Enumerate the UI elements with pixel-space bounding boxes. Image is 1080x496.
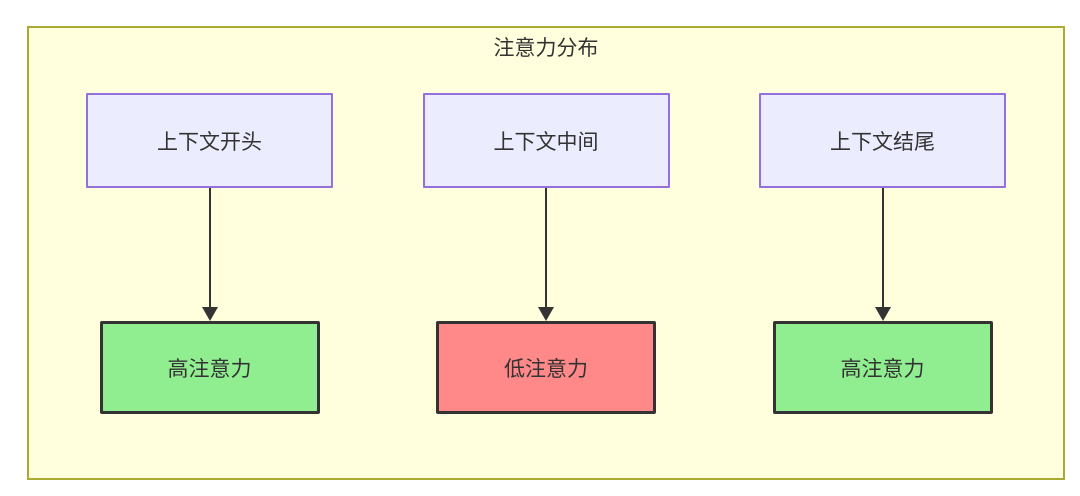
node-context-end: 上下文结尾 bbox=[759, 93, 1006, 188]
arrow-end-to-high bbox=[874, 188, 891, 321]
node-low-attention: 低注意力 bbox=[436, 321, 656, 414]
columns-row: 上下文开头 高注意力 上下文中间 低注意力 bbox=[29, 93, 1063, 414]
arrow-shaft bbox=[208, 188, 211, 308]
arrowhead-down-icon bbox=[874, 307, 891, 321]
arrowhead-down-icon bbox=[201, 307, 218, 321]
node-label: 高注意力 bbox=[167, 357, 252, 381]
flow-column-context-middle: 上下文中间 低注意力 bbox=[422, 93, 670, 414]
arrow-middle-to-low bbox=[538, 188, 554, 321]
diagram-title: 注意力分布 bbox=[493, 37, 599, 60]
arrow-shaft bbox=[881, 188, 884, 308]
node-label: 低注意力 bbox=[504, 357, 588, 381]
node-label: 高注意力 bbox=[840, 357, 925, 381]
node-context-start: 上下文开头 bbox=[86, 93, 333, 188]
arrow-start-to-high bbox=[201, 188, 218, 321]
arrow-shaft bbox=[545, 188, 547, 308]
flow-column-context-end: 上下文结尾 高注意力 bbox=[759, 93, 1006, 414]
arrowhead-down-icon bbox=[538, 307, 554, 321]
node-label: 上下文结尾 bbox=[830, 130, 935, 154]
node-label: 上下文中间 bbox=[493, 130, 599, 154]
node-high-attention-1: 高注意力 bbox=[99, 321, 320, 414]
node-context-middle: 上下文中间 bbox=[422, 93, 670, 188]
attention-distribution-group: 注意力分布 上下文开头 高注意力 上下文中间 bbox=[27, 26, 1065, 480]
flow-column-context-start: 上下文开头 高注意力 bbox=[86, 93, 333, 414]
node-label: 上下文开头 bbox=[157, 130, 262, 154]
node-high-attention-2: 高注意力 bbox=[772, 321, 993, 414]
